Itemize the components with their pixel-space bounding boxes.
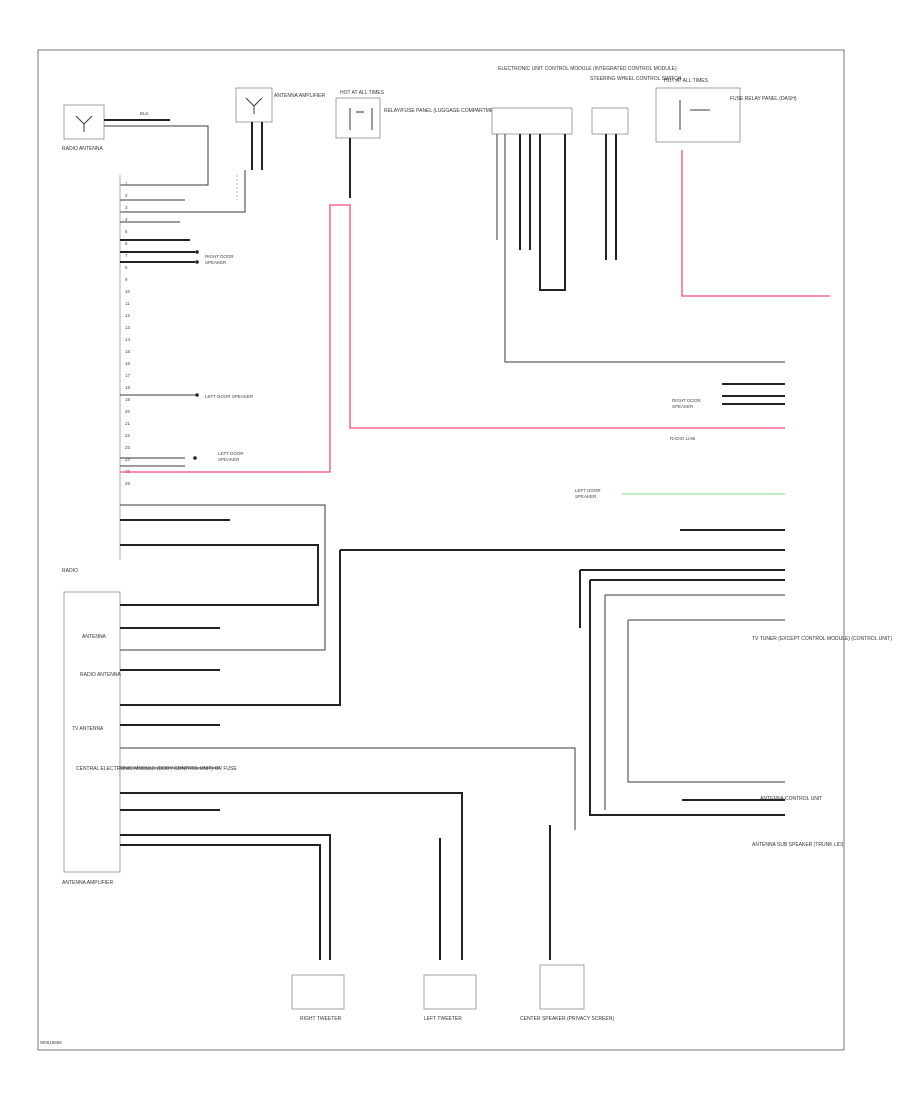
- svg-text:SPEAKER: SPEAKER: [218, 457, 240, 462]
- radio-harness-label: RADIO: [62, 568, 78, 574]
- diagram-frame: [37, 49, 845, 1051]
- svg-text:LEFT TWEETER: LEFT TWEETER: [424, 1016, 462, 1022]
- svg-text:5: 5: [125, 229, 128, 234]
- svg-text:12: 12: [125, 313, 131, 318]
- svg-text:10: 10: [125, 289, 131, 294]
- svg-text:STEERING WHEEL CONTROL SWITCH: STEERING WHEEL CONTROL SWITCH: [590, 76, 682, 82]
- svg-text:RIGHT TWEETER: RIGHT TWEETER: [300, 1016, 342, 1022]
- svg-text:TV TUNER (EXCEPT CONTROL MODUL: TV TUNER (EXCEPT CONTROL MODULE) (CONTRO…: [752, 636, 892, 642]
- red-power-wire: [120, 204, 785, 473]
- right-connector-rows: RIGHT DOOR SPEAKER RADIO L/AB LEFT DOOR …: [340, 383, 785, 551]
- unit-wires: [120, 504, 576, 960]
- svg-text:ANTENNA AMPLIFIER: ANTENNA AMPLIFIER: [62, 880, 114, 886]
- svg-text:24: 24: [125, 457, 131, 462]
- left-tweeter: LEFT TWEETER: [423, 974, 477, 1022]
- svg-text:RADIO ANTENNA: RADIO ANTENNA: [80, 672, 122, 678]
- svg-text:18: 18: [125, 385, 131, 390]
- svg-text:22: 22: [125, 433, 131, 438]
- svg-text:RADIO L/AB: RADIO L/AB: [670, 436, 695, 441]
- svg-text:SPEAKER: SPEAKER: [205, 260, 227, 265]
- relay-fuse-panel-1: HOT AT ALL TIMES RELAY/FUSE PANEL (LUGGA…: [335, 90, 502, 139]
- svg-text:SPEAKER: SPEAKER: [672, 404, 694, 409]
- svg-text:ANTENNA CONTROL UNIT: ANTENNA CONTROL UNIT: [760, 796, 822, 802]
- svg-text:BLK: BLK: [140, 111, 149, 116]
- fuse-relay-panel-2: HOT AT ALL TIMES FUSE RELAY PANEL (DASH): [655, 78, 797, 143]
- radio-antenna-component: RADIO ANTENNA: [62, 104, 105, 152]
- svg-text:14: 14: [125, 337, 131, 342]
- red-power-wire-2: [681, 150, 830, 297]
- radio-pin-rows: RIGHT DOOR SPEAKER LEFT DOOR SPEAKER LEF…: [120, 199, 254, 467]
- svg-text:LEFT DOOR: LEFT DOOR: [575, 488, 601, 493]
- svg-text:19: 19: [125, 397, 131, 402]
- steering-wheel-switch: STEERING WHEEL CONTROL SWITCH: [590, 76, 682, 135]
- svg-text:CENTRAL ELECTRONIC MODULE (BOD: CENTRAL ELECTRONIC MODULE (BODY CONTROL …: [76, 766, 237, 772]
- antenna-amplifier-unit: ANTENNA RADIO ANTENNA TV ANTENNA CENTRAL…: [62, 591, 237, 886]
- svg-text:26: 26: [125, 481, 131, 486]
- radio-pin-numbers: 1 2 3 4 5 6 7 8 9 10 11 12 13 14 15 16 1…: [125, 181, 131, 486]
- svg-text:FUSE RELAY PANEL (DASH): FUSE RELAY PANEL (DASH): [730, 96, 797, 102]
- electronic-unit-module: ELECTRONIC UNIT CONTROL MODULE (INTEGRAT…: [491, 66, 677, 135]
- svg-text:3: 3: [125, 205, 128, 210]
- svg-text:11: 11: [125, 301, 130, 306]
- svg-text:13: 13: [125, 325, 131, 330]
- svg-text:RIGHT DOOR: RIGHT DOOR: [205, 254, 234, 259]
- svg-text:RELAY/FUSE PANEL (LUGGAGE COMP: RELAY/FUSE PANEL (LUGGAGE COMPARTMENT): [384, 108, 502, 114]
- svg-text:HOT AT ALL TIMES: HOT AT ALL TIMES: [664, 78, 709, 84]
- svg-text:ANTENNA AMPLIFIER: ANTENNA AMPLIFIER: [274, 93, 326, 99]
- right-tweeter: RIGHT TWEETER: [291, 974, 345, 1022]
- svg-text:2: 2: [125, 193, 128, 198]
- svg-text:17: 17: [125, 373, 131, 378]
- svg-text:7: 7: [125, 253, 128, 258]
- svg-text:CENTER SPEAKER (PRIVACY SCREEN: CENTER SPEAKER (PRIVACY SCREEN): [520, 1016, 614, 1022]
- svg-text:1: 1: [125, 181, 128, 186]
- svg-text:8: 8: [125, 265, 128, 270]
- svg-text:9: 9: [125, 277, 128, 282]
- svg-text:15: 15: [125, 349, 131, 354]
- svg-text:16: 16: [125, 361, 131, 366]
- svg-text:SPEAKER: SPEAKER: [575, 494, 597, 499]
- svg-text:LEFT DOOR SPEAKER: LEFT DOOR SPEAKER: [205, 394, 254, 399]
- svg-text:RIGHT DOOR: RIGHT DOOR: [672, 398, 701, 403]
- antenna-amplifier-top: ANTENNA AMPLIFIER: [235, 87, 326, 123]
- right-lower-wires: TV TUNER (EXCEPT CONTROL MODULE) (CONTRO…: [579, 569, 892, 848]
- svg-text:6: 6: [125, 241, 128, 246]
- svg-text:RADIO ANTENNA: RADIO ANTENNA: [62, 146, 104, 152]
- svg-text:4: 4: [125, 217, 128, 222]
- svg-text:LEFT DOOR: LEFT DOOR: [218, 451, 244, 456]
- svg-text:ELECTRONIC UNIT CONTROL MODULE: ELECTRONIC UNIT CONTROL MODULE (INTEGRAT…: [498, 66, 677, 72]
- svg-text:20: 20: [125, 409, 131, 414]
- svg-text:TV ANTENNA: TV ANTENNA: [72, 726, 104, 732]
- svg-text:HOT AT ALL TIMES: HOT AT ALL TIMES: [340, 90, 385, 96]
- center-speaker: CENTER SPEAKER (PRIVACY SCREEN): [520, 964, 614, 1022]
- svg-text:23: 23: [125, 445, 131, 450]
- svg-text:21: 21: [125, 421, 131, 426]
- svg-text:ANTENNA: ANTENNA: [82, 634, 107, 640]
- svg-text:ANTENNA SUB SPEAKER (TRUNK LID: ANTENNA SUB SPEAKER (TRUNK LID): [752, 842, 844, 848]
- page-code: W0018868: [40, 1040, 62, 1045]
